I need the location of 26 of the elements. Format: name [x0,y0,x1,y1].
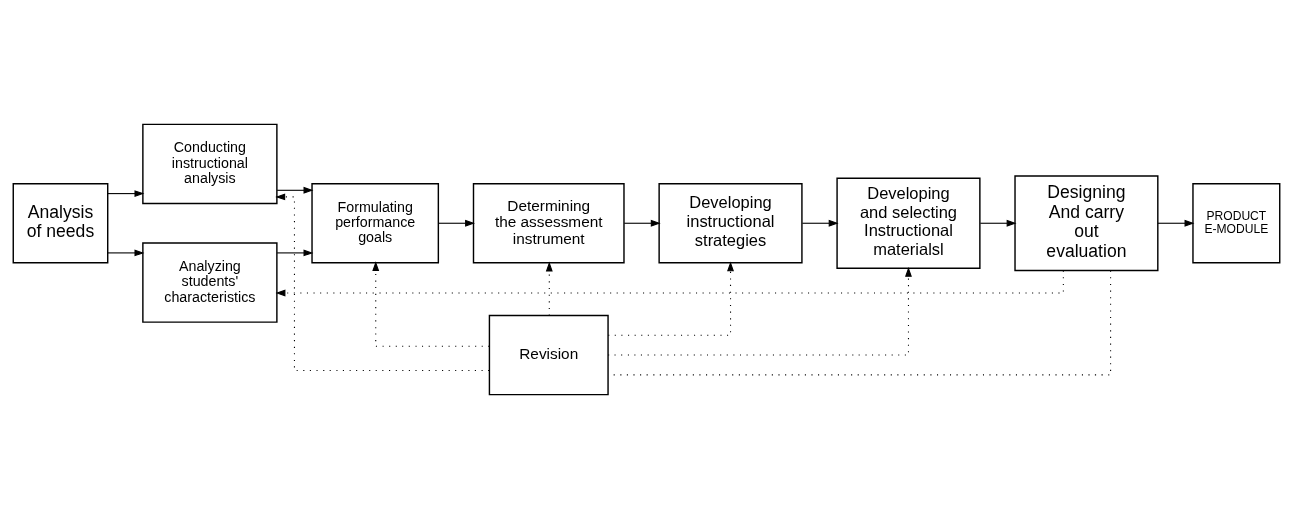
arrow [107,249,145,257]
node-box: Developing and selecting Instructional materialsl [836,177,981,269]
arrow [276,249,314,257]
arrow [545,261,553,317]
node-box: Revision [488,314,609,396]
arrow [107,190,145,198]
node-box: Determining the assessment instrument [472,183,625,264]
arrow [979,219,1017,227]
node-box: Analyzing students' characteristics [142,242,278,323]
node-box: PRODUCT E-MODULE [1192,183,1281,264]
connector [607,270,1112,376]
arrow [1157,219,1195,227]
node-box: Designing And carry out evaluation [1014,175,1159,272]
arrow [276,186,314,194]
arrow [607,266,912,356]
arrow [607,261,734,336]
arrow [275,193,490,371]
arrow [438,219,475,227]
node-box: Analysis of needs [12,183,109,264]
node-box: Formulating performance goals [311,183,440,264]
arrow [623,219,661,227]
arrow [801,219,839,227]
arrow [275,270,1064,297]
node-box: Conducting instructional analysis [142,123,278,205]
arrow [372,261,490,347]
node-box: Developing instructional strategies [658,183,803,264]
